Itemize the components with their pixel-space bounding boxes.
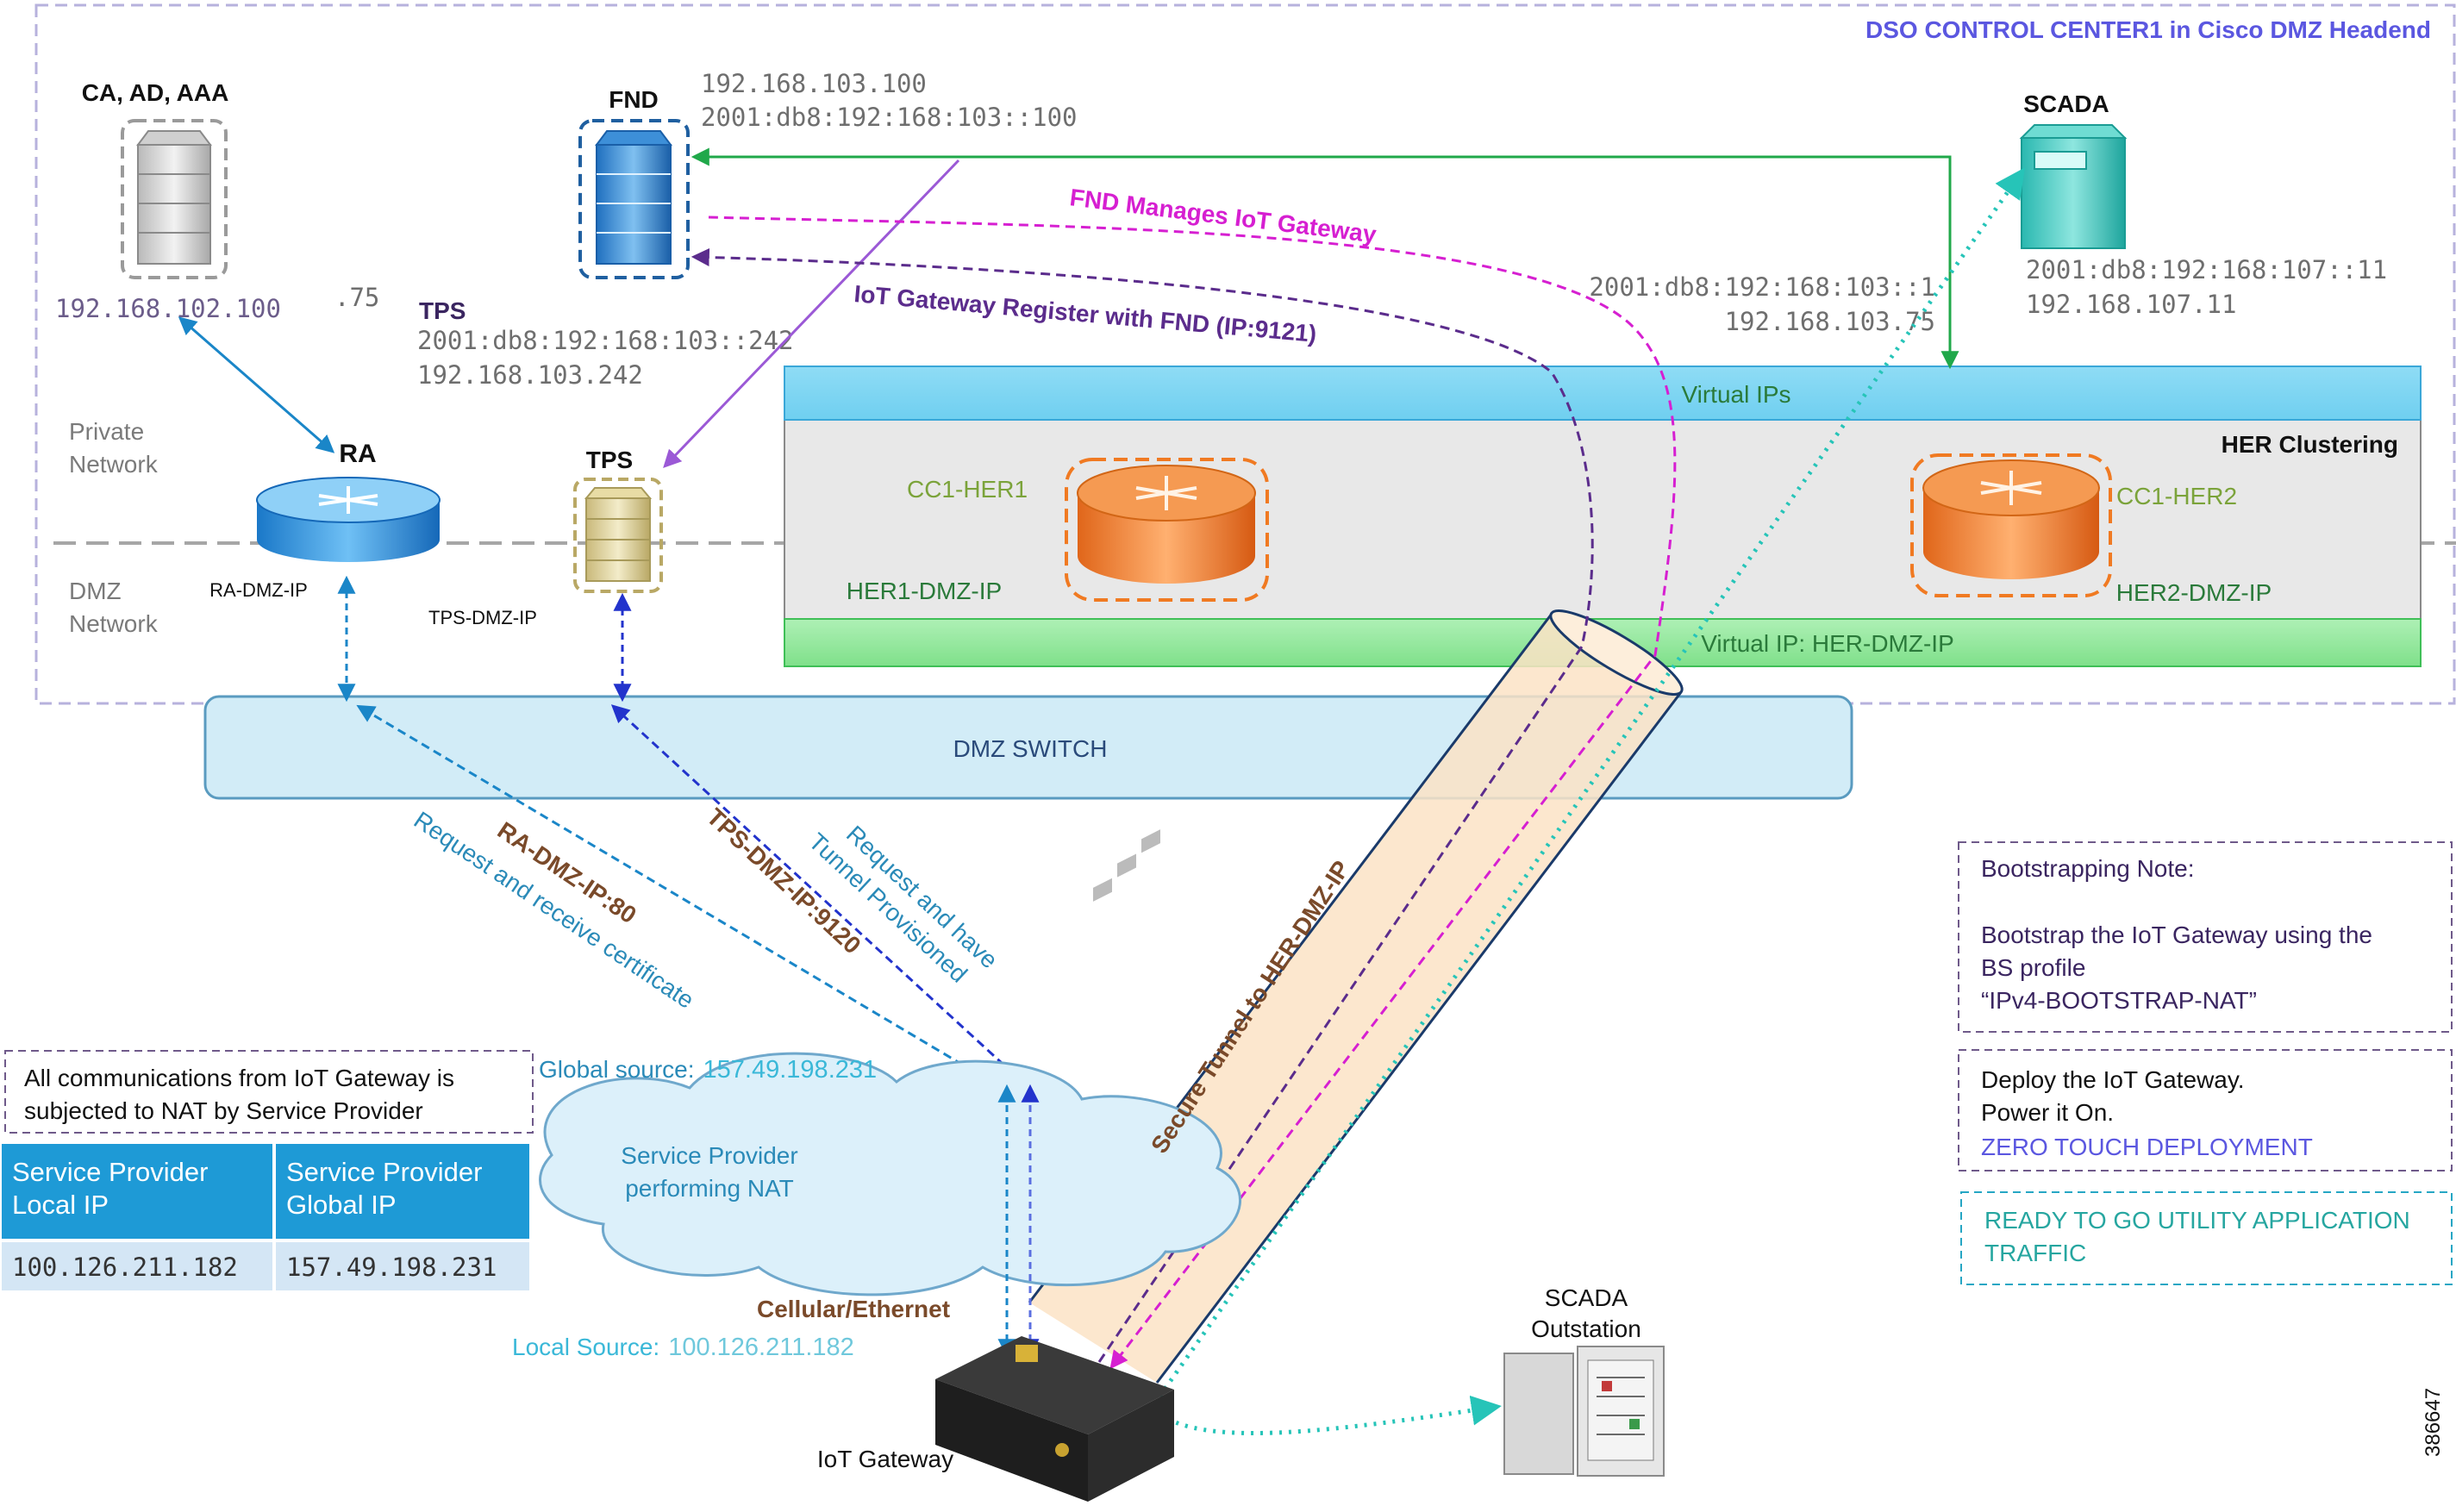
bootstrap-note-text: Bootstrapping Note: Bootstrap the IoT Ga… xyxy=(1981,855,2379,1014)
ready-note-text: READY TO GO UTILITY APPLICATION TRAFFIC xyxy=(1984,1207,2417,1266)
her-clustering-label: HER Clustering xyxy=(2222,431,2398,458)
ca-ip: 192.168.102.100 xyxy=(55,294,281,323)
tps-server-icon xyxy=(573,478,663,593)
ra-label: RA xyxy=(339,440,376,468)
ra-desc-label: Request and receive certificate xyxy=(409,806,699,1014)
outstation-teal-arrow xyxy=(1158,1395,1502,1435)
fnd-server-icon xyxy=(578,119,690,279)
ra-dmz-label: RA-DMZ-IP xyxy=(209,579,308,601)
local-source: Local Source:100.126.211.182 xyxy=(512,1334,854,1361)
gateway-label: IoT Gateway xyxy=(817,1446,953,1472)
virtual-dmz-label: Virtual IP: HER-DMZ-IP xyxy=(1701,630,1954,657)
figure-id: 386647 xyxy=(2422,1388,2445,1457)
global-source: Global source:157.49.198.231 xyxy=(539,1056,877,1084)
deploy-note-text: Deploy the IoT Gateway. Power it On. xyxy=(1981,1066,2251,1126)
her1-label: CC1-HER1 xyxy=(907,476,1028,503)
fnd-tps-violet-arrow xyxy=(663,159,960,469)
her-vip-ipv6: 2001:db8:192:168:103::1 xyxy=(1589,272,1935,302)
her2-dmz-label: HER2-DMZ-IP xyxy=(2116,579,2272,606)
ra-router-icon xyxy=(256,477,441,562)
iot-gateway-icon xyxy=(935,829,1174,1502)
service-provider-cloud xyxy=(539,1052,1241,1296)
nat-table-cell-global xyxy=(276,1242,529,1290)
tps-info-label: TPS xyxy=(419,297,466,324)
tps-dmz-label: TPS-DMZ-IP xyxy=(428,607,537,628)
tps-desc-label: Request and haveTunnel Provisioned xyxy=(803,805,1003,997)
fnd-her-green-arrow xyxy=(691,147,1959,370)
tps-ipv6: 2001:db8:192:168:103::242 xyxy=(417,326,794,355)
her-cluster: Virtual IPs HER Clustering Virtual IP: H… xyxy=(784,366,2422,667)
link-type-label: Cellular/Ethernet xyxy=(757,1296,950,1322)
nat-table-cell-local xyxy=(2,1242,272,1290)
bootstrap-note-box xyxy=(1958,841,2453,1033)
tps-label: TPS xyxy=(586,447,633,473)
ready-note-box xyxy=(1960,1191,2453,1285)
deploy-note-box xyxy=(1958,1049,2453,1171)
nat-table-local-ip: 100.126.211.182 xyxy=(12,1253,238,1282)
virtual-ips-bar xyxy=(784,366,2422,421)
scada-label: SCADA xyxy=(2023,91,2109,117)
scada-ipv6: 2001:db8:192:168:107::11 xyxy=(2026,255,2387,284)
nat-table-global-ip: 157.49.198.231 xyxy=(286,1253,497,1282)
nat-table-header-global xyxy=(276,1144,529,1239)
register-label: IoT Gateway Register with FND (IP:9121) xyxy=(853,280,1317,347)
dmz-switch-label: DMZ SWITCH xyxy=(953,735,1108,762)
control-center-title: DSO CONTROL CENTER1 in Cisco DMZ Headend xyxy=(1865,16,2431,43)
scada-outstation-icon xyxy=(1503,1346,1665,1477)
nat-note-box xyxy=(4,1050,534,1134)
scada-ipv4: 192.168.107.11 xyxy=(2026,290,2236,319)
ca-label: CA, AD, AAA xyxy=(82,79,229,106)
ra-suffix: .75 xyxy=(334,283,379,312)
fnd-manages-magenta-arrow xyxy=(708,216,1677,1370)
fnd-ipv4: 192.168.103.100 xyxy=(701,69,927,98)
her2-label: CC1-HER2 xyxy=(2116,483,2237,509)
ca-server-icon xyxy=(121,119,228,279)
fnd-manages-label: FND Manages IoT Gateway xyxy=(1068,184,1378,247)
ztd-label: ZERO TOUCH DEPLOYMENT xyxy=(1981,1134,2313,1160)
ca-ra-arrow xyxy=(178,316,335,453)
virtual-ips-label: Virtual IPs xyxy=(1681,381,1790,408)
cloud-tps-dashed-arrow xyxy=(610,704,1038,1096)
scada-server-icon xyxy=(2019,124,2128,249)
tps-ipv4: 192.168.103.242 xyxy=(417,360,643,390)
her-vip-ipv4: 192.168.103.75 xyxy=(1725,307,1935,336)
fnd-ipv6: 2001:db8:192:168:103::100 xyxy=(701,103,1078,132)
her1-dmz-label: HER1-DMZ-IP xyxy=(847,578,1002,604)
her1-router-icon xyxy=(1065,458,1269,602)
fnd-label: FND xyxy=(609,86,659,113)
gateway-register-purple-arrow xyxy=(691,247,1594,1363)
her2-router-icon xyxy=(1910,453,2112,597)
nat-table-header-local xyxy=(2,1144,272,1239)
